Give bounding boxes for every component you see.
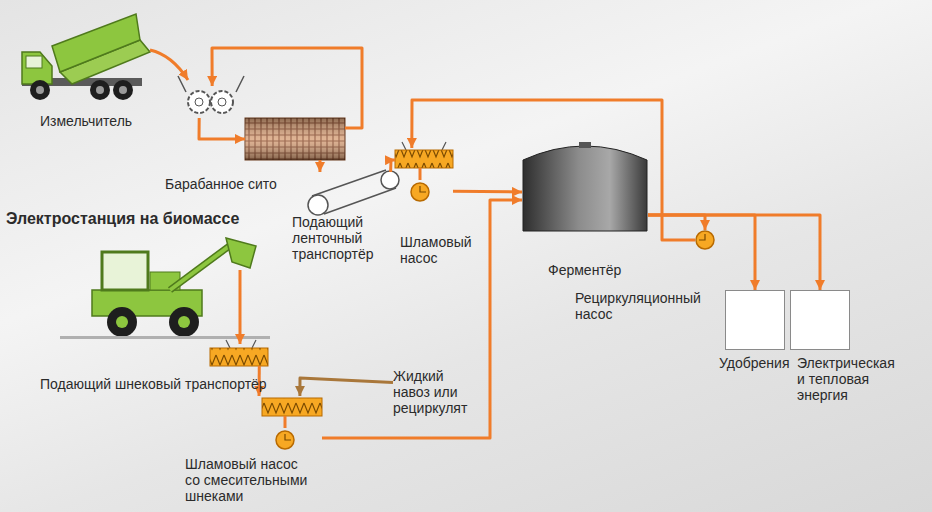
drum-sieve: Барабанное сито xyxy=(245,118,345,160)
flow-connector xyxy=(318,160,321,172)
flow-connector xyxy=(199,118,245,139)
flow-connector xyxy=(453,190,522,194)
flow-connector xyxy=(648,215,820,290)
screw-feeder: Подающий шнековый транспортёр xyxy=(210,348,268,366)
dump-arrow xyxy=(150,50,188,80)
flow-connector xyxy=(648,215,755,290)
node-label: Жидкий навоз или рециркулят xyxy=(393,368,477,416)
node-label: Электрическая и тепловая энергия xyxy=(797,355,902,403)
shredder: Измельчитель xyxy=(183,86,237,118)
slurry-pump: Шламовый насос xyxy=(395,148,453,202)
mixing-pump-symbol xyxy=(262,398,322,449)
flow-connector xyxy=(300,378,393,396)
fermenter-shape xyxy=(522,132,648,232)
flow-connector xyxy=(648,215,705,230)
node-label: Ферментёр xyxy=(548,262,621,278)
drum-sieve-symbol xyxy=(245,118,345,160)
fertilizer-box: Удобрения xyxy=(725,290,785,350)
flow-connector xyxy=(412,100,695,240)
liquid-manure: Жидкий навоз или рециркулят xyxy=(393,368,477,416)
belt-conveyor: Подающий ленточный транспортёр xyxy=(306,172,396,217)
energy-box: Электрическая и тепловая энергия xyxy=(790,290,850,350)
screw-feeder-symbol xyxy=(210,340,268,366)
loader-arrow xyxy=(239,270,242,344)
flow-connector xyxy=(391,160,395,172)
fermenter: Ферментёр xyxy=(522,132,648,232)
node-label: Измельчитель xyxy=(40,113,132,129)
node-label: Барабанное сито xyxy=(165,176,277,192)
flow-connector xyxy=(212,48,362,128)
node-label: Подающий шнековый транспортёр xyxy=(40,376,267,392)
belt-conveyor-symbol xyxy=(308,170,399,215)
recirculation-pump-symbol xyxy=(696,231,714,249)
slurry-pump-symbol xyxy=(395,142,453,201)
fermenter-body xyxy=(523,146,647,231)
recirculation-pump: Рециркуляционный насос xyxy=(695,230,715,250)
node-label: Подающий ленточный транспортёр xyxy=(292,214,387,262)
fermenter-hatch xyxy=(579,142,591,148)
mixing-pump: Шламовый насос со смесительными шнеками xyxy=(255,396,322,452)
node-label: Рециркуляционный насос xyxy=(575,290,710,322)
dump-truck xyxy=(22,14,150,100)
node-label: Шламовый насос со смесительными шнеками xyxy=(185,456,309,504)
diagram-title: Электростанция на биомассе xyxy=(6,210,239,228)
node-label: Удобрения xyxy=(719,355,789,371)
node-label: Шламовый насос xyxy=(400,234,475,266)
